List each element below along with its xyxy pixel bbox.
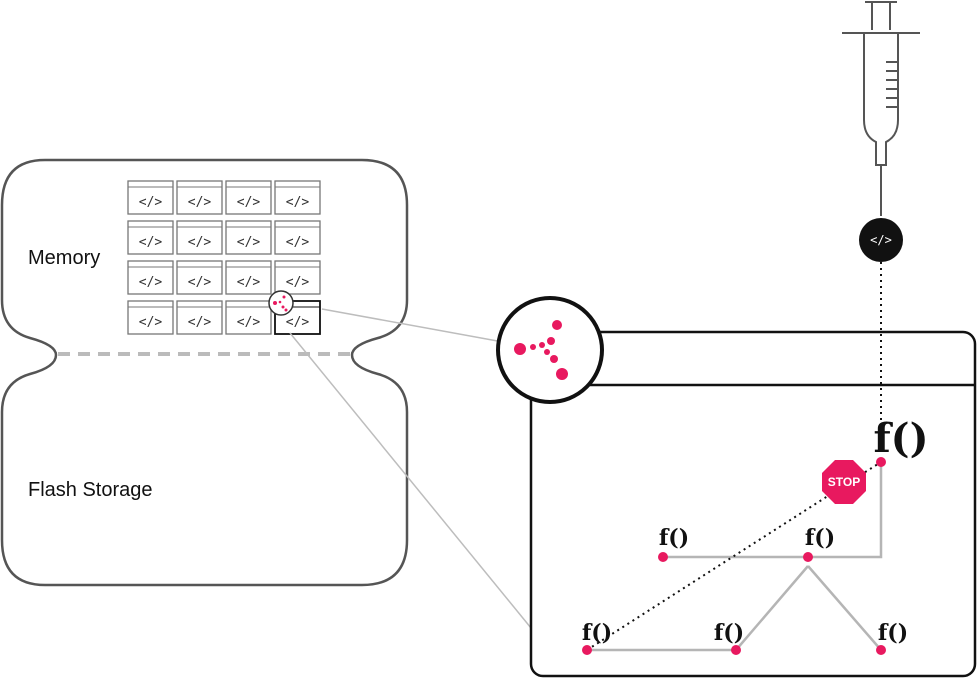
code-tile: </> xyxy=(274,260,321,295)
code-tile: </> xyxy=(127,260,174,295)
root-function-label: f() xyxy=(873,415,928,462)
memory-label: Memory xyxy=(28,247,100,269)
code-tile: </> xyxy=(176,260,223,295)
stop-sign-label: STOP xyxy=(828,475,860,489)
code-tile-glyph: </> xyxy=(188,275,212,290)
code-tile: </> xyxy=(225,180,272,215)
function-label-bottom-right: f() xyxy=(878,620,908,646)
code-tile: </> xyxy=(176,180,223,215)
code-tile: </> xyxy=(127,180,174,215)
code-tile-glyph: </> xyxy=(188,315,212,330)
code-tile-glyph: </> xyxy=(286,235,310,250)
code-tile: </> xyxy=(127,300,174,335)
code-tile: </> xyxy=(176,220,223,255)
code-tile: </> xyxy=(274,220,321,255)
function-label-mid-right: f() xyxy=(805,525,835,551)
malware-badge-large xyxy=(496,296,604,404)
function-label-mid-left: f() xyxy=(659,525,689,551)
function-node-mid-right xyxy=(803,552,813,562)
code-tile-glyph: </> xyxy=(139,275,163,290)
code-tile-glyph: </> xyxy=(139,235,163,250)
payload-code-glyph: </> xyxy=(870,233,892,247)
code-tile-glyph: </> xyxy=(188,195,212,210)
code-tile-glyph: </> xyxy=(286,195,310,210)
zoom-connector-bottom xyxy=(289,332,532,629)
code-tile-glyph: </> xyxy=(139,195,163,210)
zoom-window xyxy=(529,330,977,678)
code-tile: </> xyxy=(127,220,174,255)
zoom-connector-top xyxy=(321,308,504,343)
flash-storage-label: Flash Storage xyxy=(28,479,153,501)
code-tile: </> xyxy=(176,300,223,335)
function-node-bottom-middle xyxy=(731,645,741,655)
memory-code-grid: </> </> </> </> </> </> </> </> </> </> </> </> </> <… xyxy=(127,180,321,335)
code-tile-glyph: </> xyxy=(237,195,261,210)
code-tile: </> xyxy=(225,300,272,335)
function-label-bottom-middle: f() xyxy=(714,620,744,646)
syringe-icon xyxy=(842,1,920,216)
code-tile-glyph: </> xyxy=(188,235,212,250)
function-label-bottom-left: f() xyxy=(582,620,612,646)
malware-badge-small xyxy=(268,290,294,316)
function-node-bottom-right xyxy=(876,645,886,655)
code-tile-glyph: </> xyxy=(286,315,310,330)
code-tile: </> xyxy=(225,260,272,295)
function-node-mid-left xyxy=(658,552,668,562)
code-tile: </> xyxy=(225,220,272,255)
code-tile-glyph: </> xyxy=(237,315,261,330)
call-graph-edges xyxy=(587,462,883,652)
stop-sign-icon xyxy=(822,460,866,504)
function-node-bottom-left xyxy=(582,645,592,655)
code-tile-glyph: </> xyxy=(286,275,310,290)
root-function-node xyxy=(876,457,886,467)
code-tile-glyph: </> xyxy=(139,315,163,330)
code-tile: </> xyxy=(274,180,321,215)
payload-code-icon xyxy=(859,218,903,262)
exploit-dotted-path xyxy=(586,461,882,651)
code-tile-glyph: </> xyxy=(237,275,261,290)
device-outline xyxy=(0,158,409,587)
code-tile-glyph: </> xyxy=(237,235,261,250)
